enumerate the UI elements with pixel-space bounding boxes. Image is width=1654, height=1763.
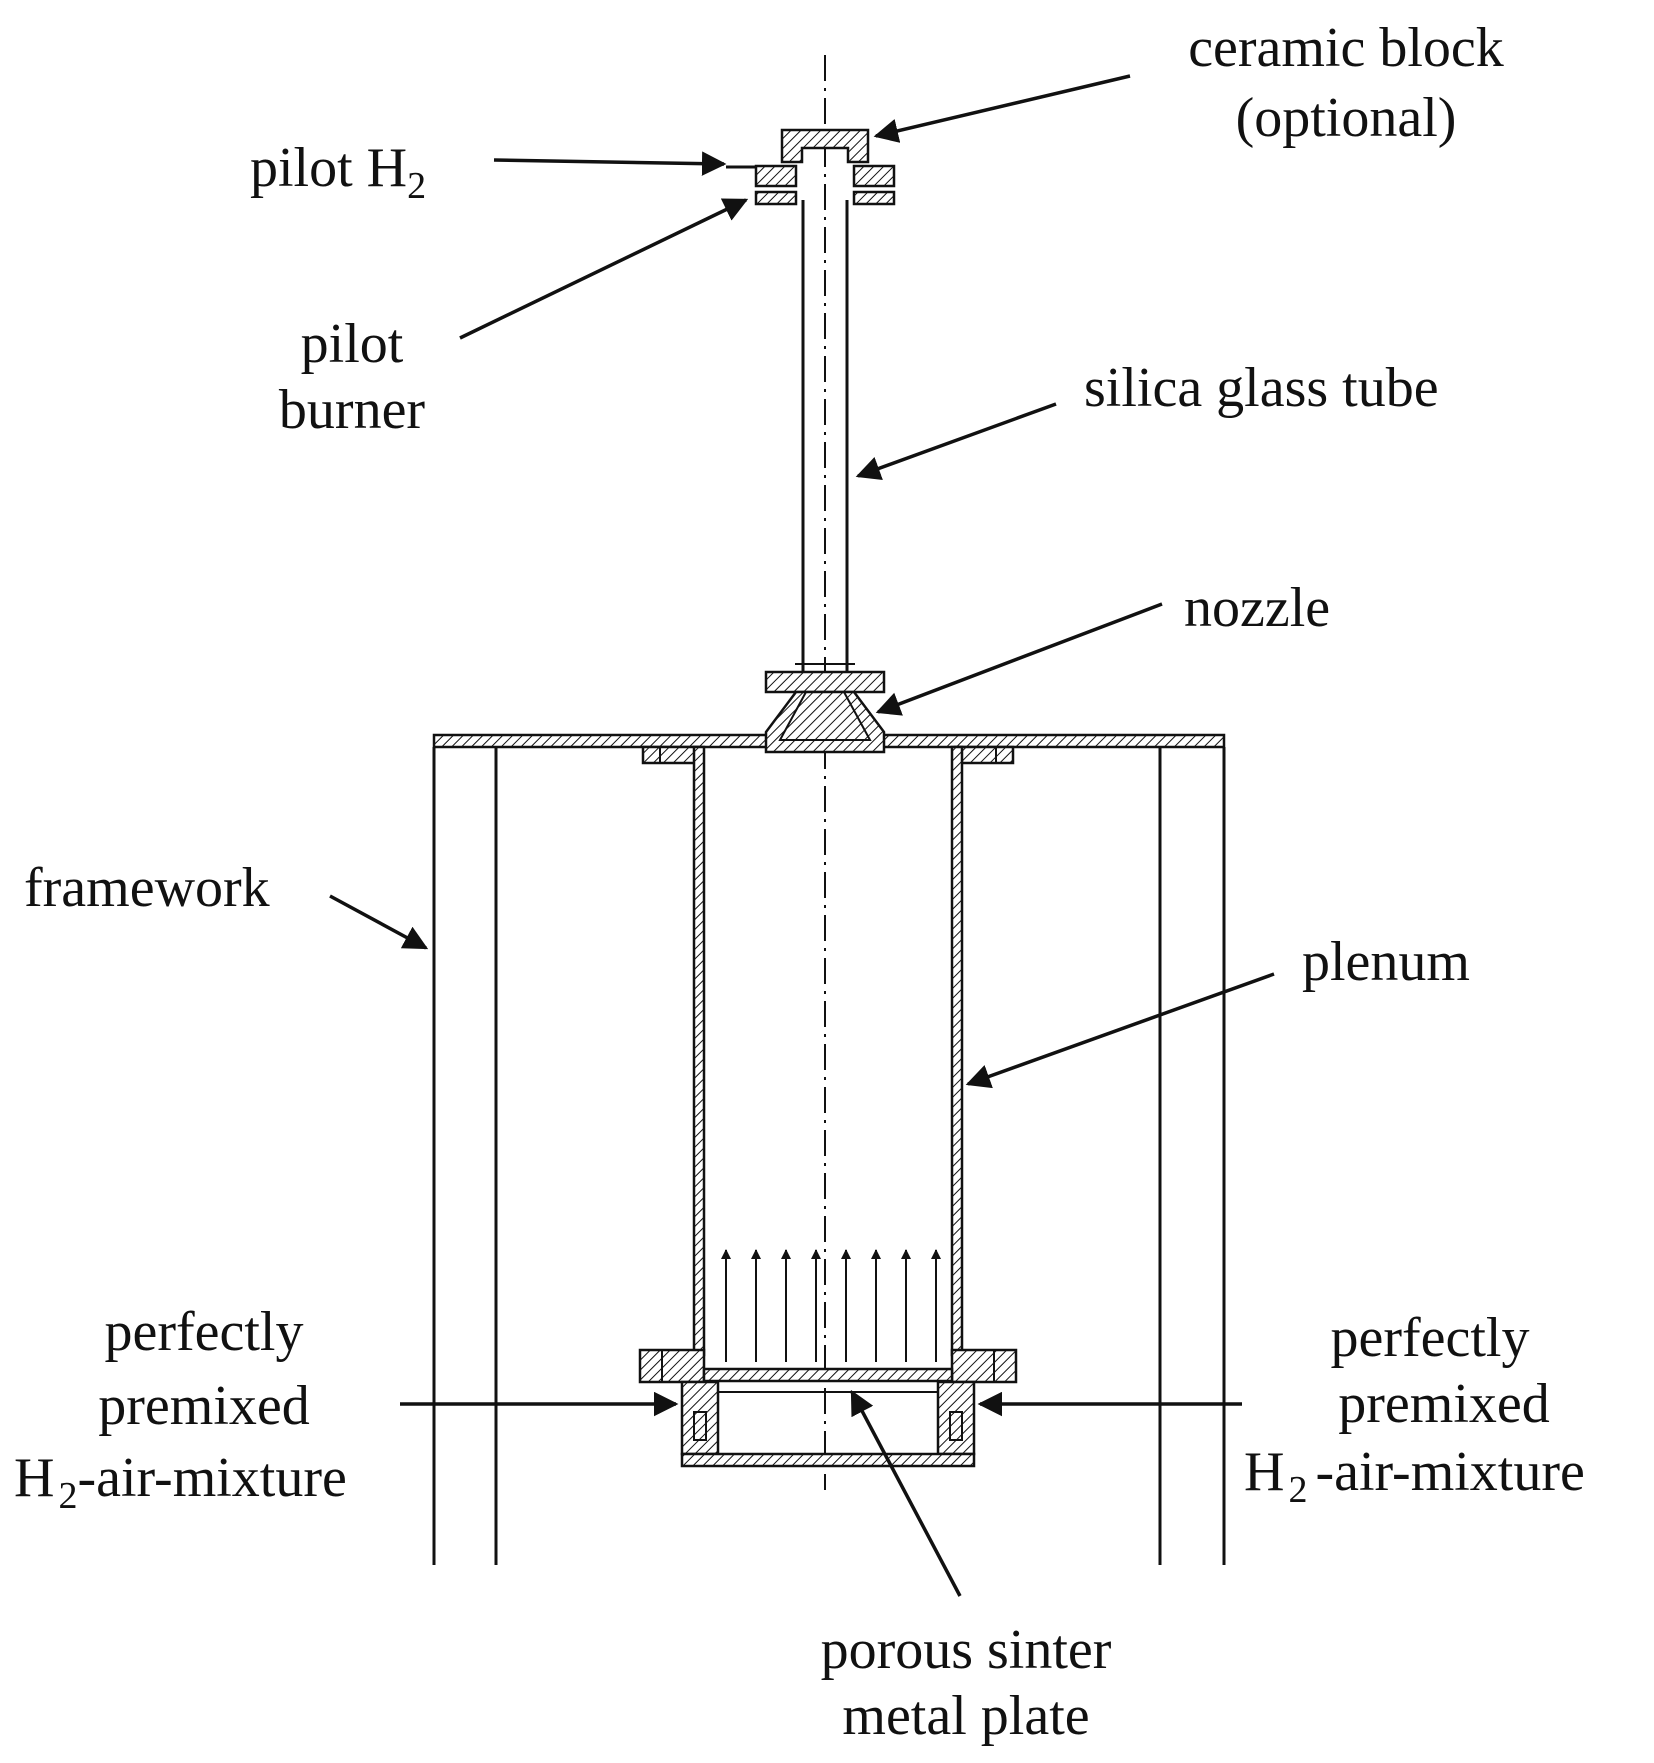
left-mixture-h: H bbox=[14, 1447, 54, 1509]
left-mixture-rest: -air-mixture bbox=[77, 1447, 346, 1509]
framework-arrow bbox=[329, 894, 429, 950]
nozzle bbox=[764, 670, 886, 754]
pilot-h2-arrow bbox=[493, 151, 727, 176]
pilot-burner-label-line2: burner bbox=[279, 379, 426, 441]
ceramic-block-optional-label: (optional) bbox=[1236, 87, 1457, 149]
right-mixture-label-line1: perfectly bbox=[1331, 1307, 1530, 1369]
pilot-burner-arrow bbox=[459, 198, 749, 340]
pilot-burner-label: pilot bbox=[301, 313, 404, 375]
plenum-right-wall bbox=[950, 745, 964, 1357]
silica-glass-tube bbox=[795, 200, 855, 673]
left-mixture-subscript: 2 bbox=[58, 1475, 77, 1517]
left-mixture-label-line1: perfectly bbox=[105, 1301, 304, 1363]
ceramic-block-label: ceramic block bbox=[1188, 17, 1504, 79]
right-mixture-rest: -air-mixture bbox=[1315, 1441, 1584, 1503]
framework bbox=[432, 733, 1226, 1565]
right-mixture-label-line2: premixed bbox=[1338, 1373, 1549, 1435]
pilot-h2-main: pilot H bbox=[250, 137, 407, 199]
plenum-label: plenum bbox=[1302, 931, 1470, 993]
ceramic-block-arrow bbox=[873, 74, 1131, 143]
framework-label: framework bbox=[24, 857, 270, 919]
silica-tube-arrow bbox=[855, 402, 1057, 480]
pilot-h2-subscript: 2 bbox=[407, 165, 426, 207]
plenum bbox=[638, 745, 1018, 1468]
pilot-h2-label: pilot H2 bbox=[250, 137, 426, 207]
left-mixture-label-line2: premixed bbox=[98, 1375, 309, 1437]
plenum-left-wall bbox=[692, 745, 706, 1357]
porous-plate bbox=[702, 1367, 954, 1383]
nozzle-label: nozzle bbox=[1184, 577, 1330, 639]
nozzle-arrow bbox=[875, 602, 1163, 716]
silica-glass-tube-label: silica glass tube bbox=[1084, 357, 1439, 419]
porous-plate-label-line2: metal plate bbox=[842, 1685, 1089, 1747]
porous-plate-arrow bbox=[850, 1389, 962, 1597]
right-mixture-h: H bbox=[1244, 1441, 1284, 1503]
flow-arrows bbox=[721, 1249, 941, 1362]
ceramic-block bbox=[780, 128, 870, 164]
plenum-arrow bbox=[965, 972, 1275, 1089]
right-mixture-subscript: 2 bbox=[1288, 1469, 1307, 1511]
pilot-burner bbox=[726, 164, 896, 206]
porous-plate-label-line1: porous sinter bbox=[821, 1619, 1112, 1681]
